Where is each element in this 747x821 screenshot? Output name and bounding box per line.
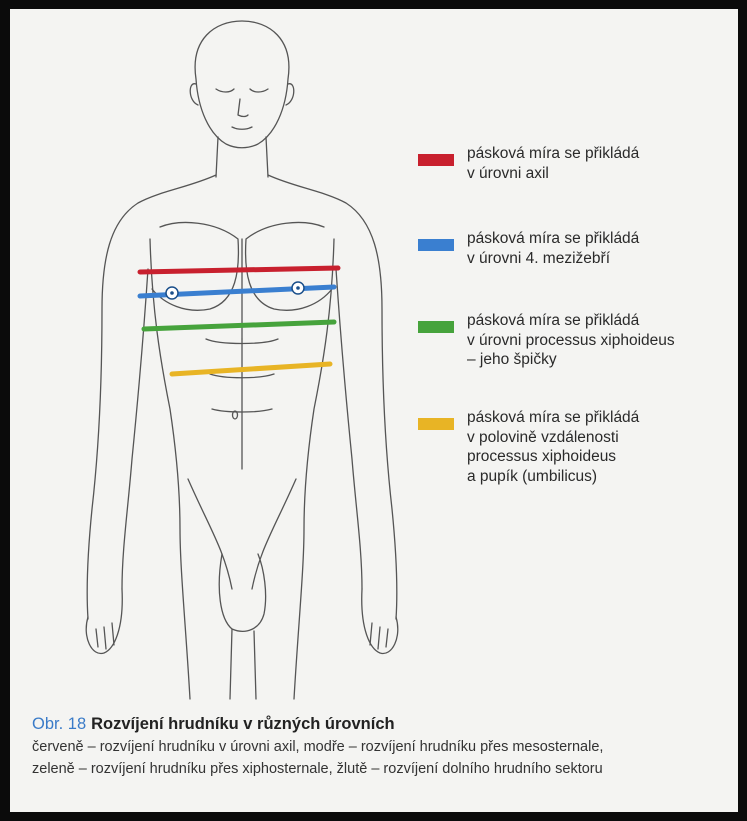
tape-band-green	[144, 322, 334, 329]
legend-label-green: pásková míra se přikládá v úrovni proces…	[467, 311, 675, 370]
tape-band-red	[140, 268, 338, 272]
hand-right	[362, 589, 398, 654]
head-outline	[195, 21, 289, 148]
figure-caption: Obr. 18 Rozvíjení hrudníku v různých úrov…	[32, 714, 738, 780]
caption-line-1: červeně – rozvíjení hrudníku v úrovni ax…	[32, 736, 738, 758]
hand-left	[86, 589, 122, 654]
eye-right	[250, 89, 268, 92]
legend-label-red: pásková míra se přikládá v úrovni axil	[467, 144, 639, 183]
legend-label-yellow: pásková míra se přikládá v polovině vzdá…	[467, 408, 639, 486]
tape-band-yellow	[172, 364, 330, 374]
figure-label: Obr. 18	[32, 715, 86, 733]
legend-item-yellow: pásková míra se přikládá v polovině vzdá…	[418, 408, 639, 486]
caption-line-2: zeleně – rozvíjení hrudníku přes xiphost…	[32, 758, 738, 780]
legend-swatch-green	[418, 321, 454, 333]
legend-item-green: pásková míra se přikládá v úrovni proces…	[418, 311, 675, 370]
book-page: pásková míra se přikládá v úrovni axil p…	[10, 9, 738, 812]
caption-body: červeně – rozvíjení hrudníku v úrovni ax…	[32, 736, 738, 780]
caption-title: Rozvíjení hrudníku v různých úrovních	[91, 715, 394, 733]
legend-swatch-yellow	[418, 418, 454, 430]
caption-title-row: Obr. 18 Rozvíjení hrudníku v různých úrov…	[32, 714, 738, 734]
mouth	[232, 127, 252, 129]
legend-label-blue: pásková míra se přikládá v úrovni 4. mez…	[467, 229, 639, 268]
legend-item-red: pásková míra se přikládá v úrovni axil	[418, 144, 639, 183]
legend-swatch-red	[418, 154, 454, 166]
eye-left	[216, 89, 234, 92]
legend-item-blue: pásková míra se přikládá v úrovni 4. mez…	[418, 229, 639, 268]
legend-swatch-blue	[418, 239, 454, 251]
